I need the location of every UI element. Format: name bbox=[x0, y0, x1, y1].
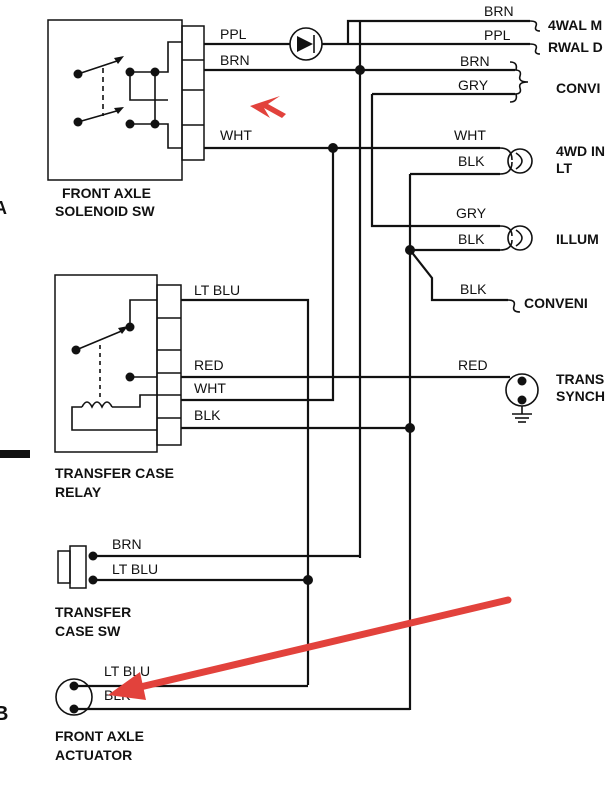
relay-label-2: RELAY bbox=[55, 484, 102, 500]
wire-label-sol-wht: WHT bbox=[220, 127, 252, 143]
label-4wal-module: 4WAL M bbox=[548, 17, 602, 33]
margin-bar bbox=[0, 450, 30, 458]
wire-label-top-ppl: PPL bbox=[484, 27, 511, 43]
label-rwal-diode: RWAL D bbox=[548, 39, 603, 55]
diode-symbol bbox=[289, 27, 323, 61]
wire-label-act-ltblu: LT BLU bbox=[104, 663, 150, 679]
wire-label-sol-ppl: PPL bbox=[220, 26, 247, 42]
solenoid-switch-label-1: FRONT AXLE bbox=[62, 185, 151, 201]
front-axle-solenoid-switch bbox=[47, 19, 205, 181]
wire-label-relay-wht: WHT bbox=[194, 380, 226, 396]
wire-label-relay-ltblu: LT BLU bbox=[194, 282, 240, 298]
wire-label-right-red: RED bbox=[458, 357, 488, 373]
label-convenience-1: CONVI bbox=[556, 80, 600, 96]
transfer-case-switch bbox=[57, 545, 98, 589]
transfer-synchronizer-motor bbox=[505, 373, 539, 423]
indicator-lamp-4wd bbox=[499, 147, 533, 175]
actuator-label-2: ACTUATOR bbox=[55, 747, 132, 763]
wire-label-sw-ltblu: LT BLU bbox=[112, 561, 158, 577]
label-synch: SYNCH bbox=[556, 388, 605, 404]
label-illumination: ILLUM bbox=[556, 231, 599, 247]
wire-label-right-gry: GRY bbox=[458, 77, 489, 93]
wire-label-right-blk: BLK bbox=[458, 153, 485, 169]
annotation-arrow-small bbox=[250, 96, 286, 118]
solenoid-switch-label-2: SOLENOID SW bbox=[55, 203, 155, 219]
wire-label-top-brn: BRN bbox=[484, 3, 514, 19]
wire-label-relay-blk: BLK bbox=[194, 407, 221, 423]
wire-label-relay-red: RED bbox=[194, 357, 224, 373]
label-4wd-indicator: 4WD IN bbox=[556, 143, 605, 159]
margin-letter-a: A bbox=[0, 198, 7, 218]
label-convenience-2: CONVENI bbox=[524, 295, 588, 311]
wire-label-right-wht: WHT bbox=[454, 127, 486, 143]
wire-label-sw-brn: BRN bbox=[112, 536, 142, 552]
wire-label-sol-brn: BRN bbox=[220, 52, 250, 68]
label-transfer: TRANS bbox=[556, 371, 604, 387]
switch-label-2: CASE SW bbox=[55, 623, 121, 639]
wire-label-conv-blk: BLK bbox=[460, 281, 487, 297]
relay-label-1: TRANSFER CASE bbox=[55, 465, 174, 481]
illumination-lamp bbox=[499, 225, 533, 251]
wire-label-mid-gry: GRY bbox=[456, 205, 487, 221]
annotation-arrow-large bbox=[108, 596, 512, 700]
switch-label-1: TRANSFER bbox=[55, 604, 131, 620]
wire-label-right-brn: BRN bbox=[460, 53, 490, 69]
actuator-label-1: FRONT AXLE bbox=[55, 728, 144, 744]
label-4wd-lt: LT bbox=[556, 160, 573, 176]
margin-letter-b: B bbox=[0, 703, 8, 725]
transfer-case-relay bbox=[54, 274, 182, 453]
wire-label-mid-blk: BLK bbox=[458, 231, 485, 247]
